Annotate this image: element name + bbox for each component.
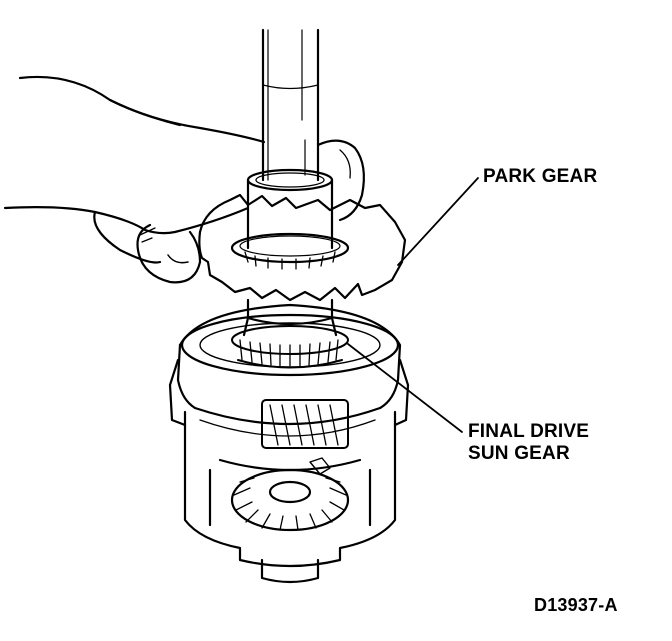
park-gear-leader: [397, 177, 479, 266]
sun-gear-leader: [347, 343, 463, 433]
shaft: [261, 28, 320, 182]
final-drive-label-line2: SUN GEAR: [468, 443, 570, 464]
bottom-shaft: [260, 558, 320, 584]
final-drive-sun-gear: [231, 325, 349, 369]
side-gear: [230, 457, 350, 532]
park-gear: [198, 193, 407, 302]
leader-lines: [347, 177, 479, 433]
pinion-gear: [261, 399, 349, 449]
hand: [3, 75, 365, 284]
park-gear-label: PARK GEAR: [483, 166, 598, 187]
sleeve: [246, 168, 334, 250]
differential-housing: [168, 303, 410, 568]
final-drive-label-line1: FINAL DRIVE: [468, 421, 590, 442]
figure-code: D13937-A: [534, 595, 618, 615]
